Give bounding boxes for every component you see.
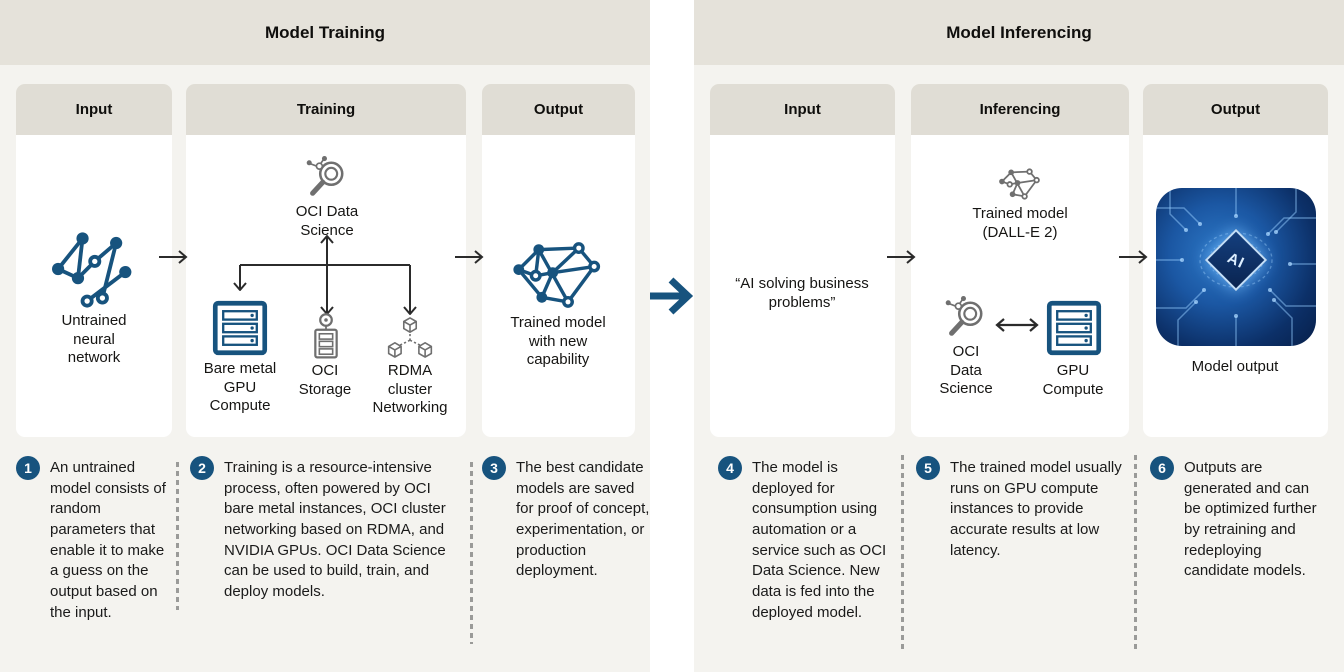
arrow-training-to-output: [455, 250, 484, 264]
rdma-cluster-networking-label: RDMA cluster Networking: [372, 362, 448, 417]
model-output-label: Model output: [1191, 358, 1279, 375]
inferencing-input-text: “AI solving business problems”: [735, 275, 869, 311]
training-connector-arrows: [233, 235, 417, 315]
untrained-neural-network-label: Untrained neural network: [61, 312, 127, 367]
note-5-text: The trained model usually runs on GPU co…: [950, 459, 1122, 559]
training-input-card: [16, 135, 172, 437]
model-training-title: Model Training: [0, 0, 650, 65]
note-6-badge: 6: [1150, 456, 1174, 480]
note-3-badge: 3: [482, 456, 506, 480]
trained-model-icon: [513, 242, 601, 308]
oci-data-science-label: OCI Data Science: [295, 203, 359, 239]
note-4-badge: 4: [718, 456, 742, 480]
arrow-input-to-inferencing: [887, 250, 916, 264]
note-2-text: Training is a resource-intensive process…: [224, 459, 446, 601]
oci-storage-label: OCI Storage: [298, 362, 352, 398]
note-6-text: Outputs are generated and can be optimiz…: [1184, 459, 1317, 580]
training-input-header: Input: [16, 84, 172, 135]
model-output-image: AI: [1156, 188, 1316, 346]
trained-model-label: Trained model with new capability: [510, 314, 606, 369]
inferencing-inferencing-header: Inferencing: [911, 84, 1129, 135]
inferencing-output-header: Output: [1143, 84, 1328, 135]
note-3-text: The best candidate models are saved for …: [516, 459, 650, 580]
trained-model-dalle-icon: [999, 168, 1040, 200]
note-5-badge: 5: [916, 456, 940, 480]
arrow-input-to-training: [159, 250, 188, 264]
bare-metal-gpu-compute-label: Bare metal GPU Compute: [203, 360, 277, 415]
gpu-compute-icon: [1046, 300, 1102, 356]
trained-model-dalle-label: Trained model (DALL-E 2): [972, 205, 1068, 241]
note-2-badge: 2: [190, 456, 214, 480]
notes-divider-4: [1134, 455, 1137, 651]
model-inferencing-title: Model Inferencing: [694, 0, 1344, 65]
training-output-header: Output: [482, 84, 635, 135]
inferencing-input-card: [710, 135, 895, 437]
untrained-neural-network-icon: [52, 232, 132, 308]
oci-data-science-inference-label: OCI Data Science: [939, 343, 993, 398]
note-1-badge: 1: [16, 456, 40, 480]
notes-divider-3: [901, 455, 904, 651]
notes-divider-2: [470, 462, 473, 644]
bare-metal-gpu-compute-icon: [212, 300, 268, 356]
arrow-training-to-inferencing: [650, 277, 694, 315]
note-1-text: An untrained model consists of random pa…: [50, 459, 166, 621]
bidirectional-arrow: [995, 318, 1039, 332]
inferencing-inferencing-card: [911, 135, 1129, 437]
rdma-cluster-networking-icon: [387, 317, 433, 358]
oci-data-science-icon: [306, 156, 344, 196]
training-training-header: Training: [186, 84, 466, 135]
arrow-inferencing-to-output: [1119, 250, 1148, 264]
notes-divider-1: [176, 462, 179, 610]
oci-data-science-inference-icon: [945, 296, 983, 336]
gpu-compute-label: GPU Compute: [1042, 362, 1104, 398]
note-4-text: The model is deployed for consumption us…: [752, 459, 887, 621]
circuit-board-graphic: [1156, 188, 1316, 346]
ai-chip-text: AI: [1224, 248, 1248, 272]
inferencing-input-header: Input: [710, 84, 895, 135]
oci-storage-icon: [314, 313, 338, 359]
